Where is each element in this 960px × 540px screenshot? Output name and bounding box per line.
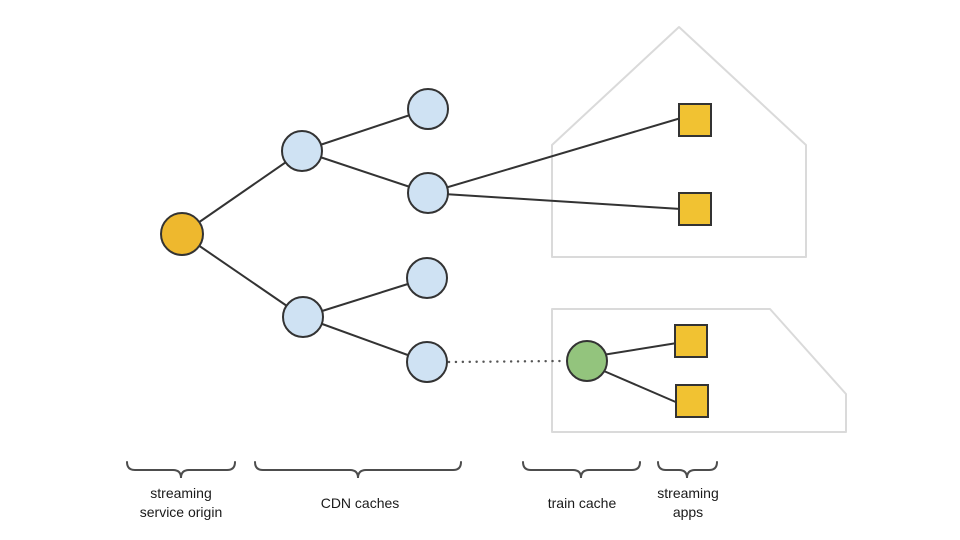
cdn-node-1 — [281, 130, 323, 172]
brace-apps — [657, 461, 718, 479]
cdn-node-3 — [407, 88, 449, 130]
brace-train — [522, 461, 641, 479]
streaming-apps-label: streaming apps — [657, 485, 719, 520]
cdn-node-6 — [406, 341, 448, 383]
app-node-1 — [678, 103, 712, 137]
house-outline — [551, 26, 807, 258]
edge-cdn2-cdn5 — [302, 277, 428, 318]
train-outline — [551, 308, 847, 433]
edge-cdn1-cdn3 — [301, 108, 429, 152]
train-cache-node — [566, 340, 608, 382]
app-node-3 — [674, 324, 708, 358]
cdn-caches-label: CDN caches — [320, 495, 400, 511]
app-node-4 — [675, 384, 709, 418]
brace-origin — [126, 461, 236, 479]
edge-cdn2-cdn6 — [302, 316, 428, 363]
brace-cdn — [254, 461, 462, 479]
cdn-node-2 — [282, 296, 324, 338]
cdn-node-5 — [406, 257, 448, 299]
origin-label: streaming service origin — [139, 485, 223, 520]
app-node-2 — [678, 192, 712, 226]
edge-cdn4-app2 — [427, 192, 682, 210]
train-cache-label: train cache — [547, 495, 617, 511]
cdn-node-4 — [407, 172, 449, 214]
edge-cdn4-app1 — [427, 117, 682, 194]
edge-cdn6-train-dotted — [447, 359, 567, 364]
edge-cdn1-cdn4 — [301, 150, 429, 194]
origin-node — [160, 212, 204, 256]
edge-origin-cdn1 — [181, 150, 303, 235]
edge-origin-cdn2 — [181, 233, 304, 318]
